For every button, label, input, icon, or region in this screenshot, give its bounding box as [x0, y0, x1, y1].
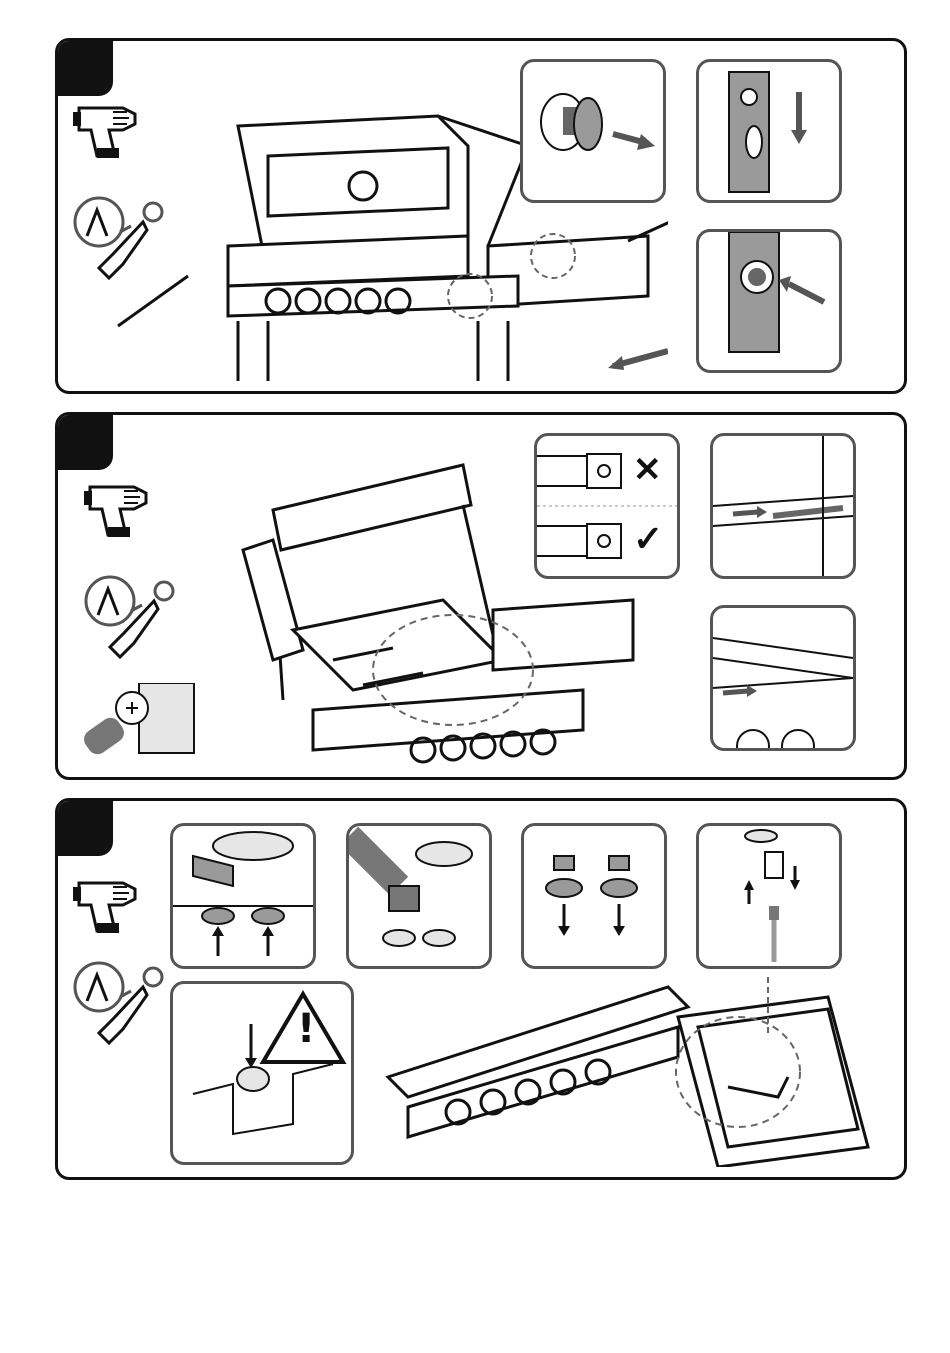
bracket-slide-down-detail: [696, 59, 842, 203]
bracket-screw-tighten-detail: [696, 229, 842, 373]
step-3-number-badge: [55, 798, 113, 856]
warning-valve-bracket: !: [170, 981, 354, 1165]
left-rail-screw-detail: [710, 433, 856, 579]
bolt-bag-icon: [84, 683, 199, 763]
right-rail-screw-detail: [710, 605, 856, 751]
burner-valve-pull-down: [521, 823, 667, 969]
screwdriver-phillips-icon: [84, 575, 179, 665]
step-3-panel: !: [55, 798, 907, 1180]
power-drill-icon: [84, 475, 156, 547]
side-burner-igniter-wiring: [378, 977, 907, 1167]
correct-orientation-mark: ✓: [633, 518, 663, 560]
igniter-wire-connect: [696, 823, 842, 969]
step-2-number-badge: [55, 412, 113, 470]
screwdriver-phillips-icon: [73, 961, 168, 1051]
power-drill-icon: [73, 871, 145, 943]
step-1-number-badge: [55, 38, 113, 96]
bolt-insert-detail: [520, 59, 666, 203]
step-1-panel: [55, 38, 907, 394]
burner-tube-attach: [346, 823, 492, 969]
wrong-orientation-mark: ✕: [633, 450, 662, 490]
step-2-panel: ✕ ✓: [55, 412, 907, 780]
burner-valve-push-up: [170, 823, 316, 969]
bracket-orientation-check: ✕ ✓: [534, 433, 680, 579]
warning-exclamation-icon: !: [297, 1006, 315, 1052]
